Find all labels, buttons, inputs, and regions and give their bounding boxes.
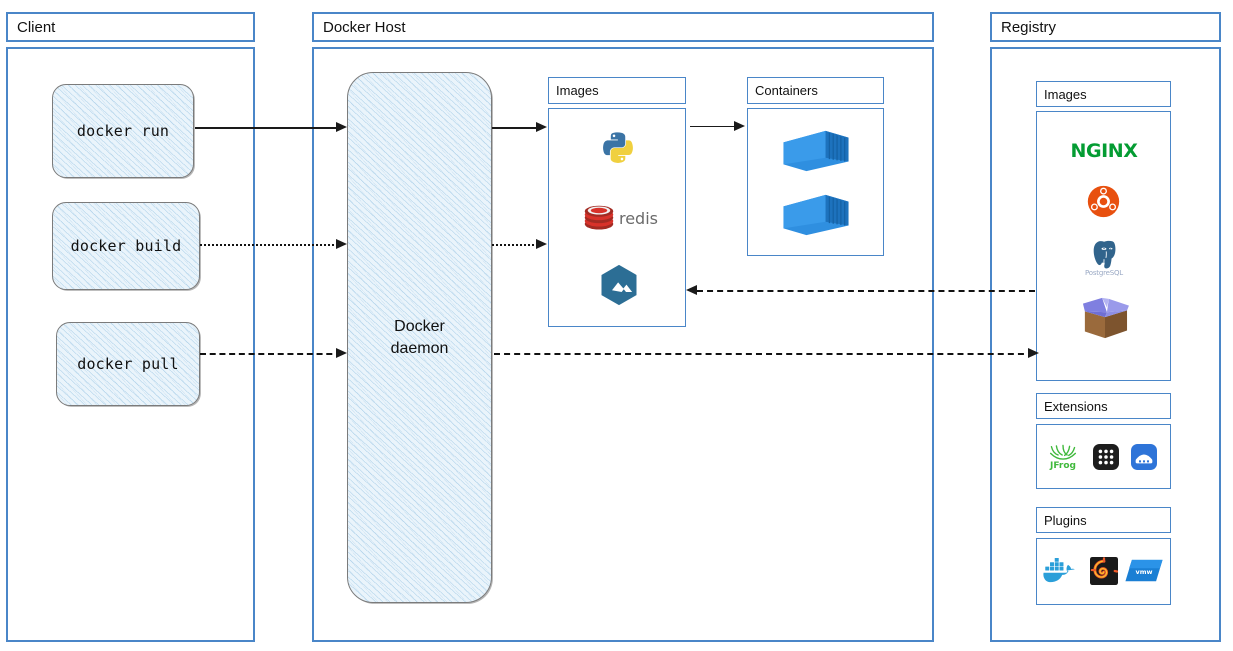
arrowhead-daemon-images-solid: [536, 122, 547, 132]
docker-daemon-label: Docker daemon: [391, 316, 449, 358]
registry-panel-header: Registry: [990, 12, 1221, 42]
grafana-icon: [1089, 556, 1119, 586]
ubuntu-icon: [1085, 183, 1121, 219]
package-box-icon: [1076, 295, 1134, 343]
vmware-icon: vmw: [1125, 557, 1163, 585]
arrowhead-registry-to-host-images: [686, 285, 697, 295]
edge-daemon-to-images-solid: [492, 127, 542, 129]
container-icon: [780, 128, 852, 174]
python-icon: [597, 128, 639, 170]
arrowhead-docker-build: [336, 239, 347, 249]
docker-build-box[interactable]: docker build: [52, 202, 200, 290]
postgresql-label: PostgreSQL: [1085, 268, 1123, 277]
docker-run-box[interactable]: docker run: [52, 84, 194, 178]
host-containers-title: Containers: [755, 83, 818, 98]
registry-panel-title: Registry: [1001, 18, 1057, 36]
registry-plugins-title: Plugins: [1044, 512, 1087, 528]
svg-text:vmw: vmw: [1135, 568, 1152, 576]
edge-docker-pull-to-daemon: [200, 353, 342, 355]
edge-images-to-containers: [690, 126, 740, 127]
redis-icon: redis: [582, 202, 660, 234]
edge-docker-build-to-daemon: [200, 244, 342, 246]
docker-pull-label: docker pull: [77, 355, 179, 373]
redis-label: redis: [618, 208, 658, 228]
host-images-header: Images: [548, 77, 686, 104]
registry-extensions-header: Extensions: [1036, 393, 1171, 419]
arrowhead-daemon-images-dotted: [536, 239, 547, 249]
host-containers-header: Containers: [747, 77, 884, 104]
client-panel-header: Client: [6, 12, 255, 42]
client-panel-title: Client: [17, 18, 56, 36]
edge-daemon-to-registry: [494, 353, 1034, 355]
blue-app-icon: [1130, 443, 1158, 471]
docker-host-panel-title: Docker Host: [323, 18, 406, 36]
registry-images-title: Images: [1044, 86, 1087, 102]
nginx-label: NGINX: [1070, 140, 1138, 162]
docker-run-label: docker run: [76, 122, 170, 140]
docker-build-label: docker build: [70, 237, 182, 255]
arrowhead-docker-run: [336, 122, 347, 132]
alpine-icon: [598, 263, 640, 307]
docker-pull-box[interactable]: docker pull: [56, 322, 200, 406]
jfrog-label: JFrog: [1050, 460, 1076, 471]
edge-daemon-to-images-dotted: [492, 244, 542, 246]
edge-docker-run-to-daemon: [195, 127, 342, 129]
host-images-title: Images: [556, 83, 599, 98]
docker-whale-icon: [1042, 556, 1080, 586]
registry-images-header: Images: [1036, 81, 1171, 107]
registry-extensions-title: Extensions: [1044, 398, 1108, 414]
jfrog-icon: JFrog: [1046, 441, 1080, 473]
docker-daemon-line2: daemon: [390, 339, 449, 357]
nginx-icon: NGINX: [1062, 138, 1146, 164]
docker-host-panel-header: Docker Host: [312, 12, 934, 42]
edge-registry-to-host-images: [697, 290, 1035, 292]
grid-app-icon: [1092, 443, 1120, 471]
arrowhead-images-containers: [734, 121, 745, 131]
postgresql-icon: PostgreSQL: [1073, 233, 1135, 281]
registry-plugins-header: Plugins: [1036, 507, 1171, 533]
docker-daemon-line1: Docker: [394, 318, 445, 336]
docker-daemon-box[interactable]: Docker daemon: [347, 72, 492, 603]
arrowhead-docker-pull: [336, 348, 347, 358]
arrowhead-daemon-to-registry: [1028, 348, 1039, 358]
container-icon: [780, 192, 852, 238]
